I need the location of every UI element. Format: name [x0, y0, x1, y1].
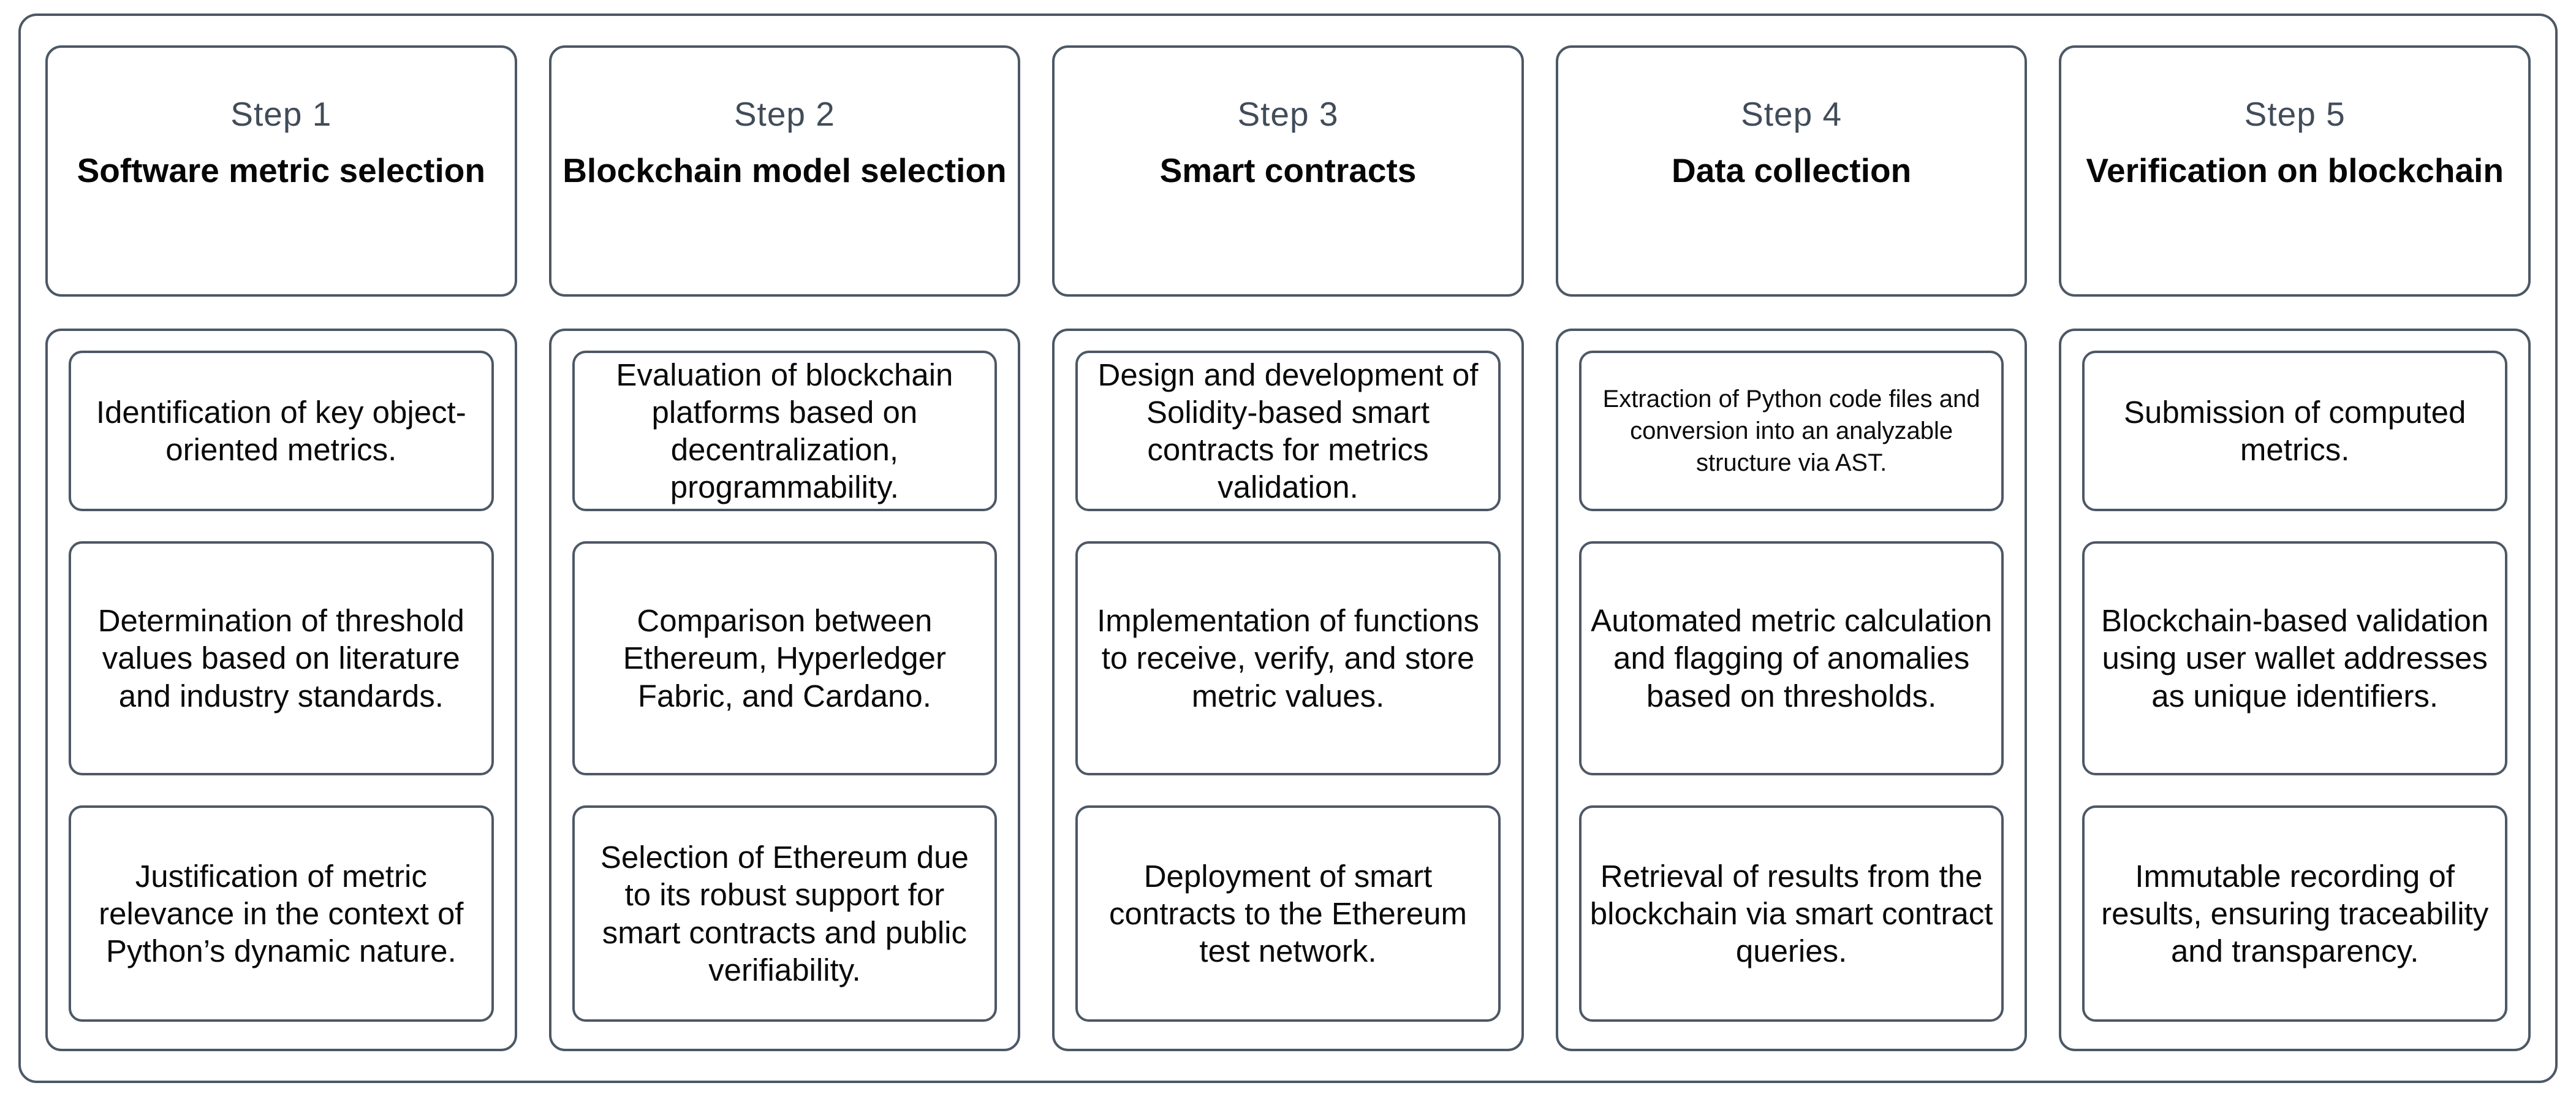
- step-item-box: Comparison between Ethereum, Hyperledger…: [572, 541, 998, 775]
- step-item-box: Blockchain-based validation using user w…: [2082, 541, 2507, 775]
- step-header-box: Step 1 Software metric selection: [45, 45, 517, 297]
- step-item-box: Evaluation of blockchain platforms based…: [572, 351, 998, 511]
- step-item-box: Extraction of Python code files and conv…: [1578, 351, 2004, 511]
- step-item-text: Submission of computed metrics.: [2123, 394, 2466, 467]
- step-label: Step 1: [230, 94, 332, 133]
- step-item-text: Selection of Ethereum due to its robust …: [600, 840, 969, 987]
- step-title: Blockchain model selection: [563, 151, 1007, 189]
- step-item-box: Design and development of Solidity-based…: [1075, 351, 1501, 511]
- step-item-box: Identification of key object-oriented me…: [69, 351, 494, 511]
- step-header-box: Step 3 Smart contracts: [1052, 45, 1524, 297]
- step-item-text: Evaluation of blockchain platforms based…: [616, 357, 953, 505]
- step-column: Step 1 Software metric selection Identif…: [45, 45, 517, 1051]
- step-item-text: Implementation of functions to receive, …: [1097, 603, 1479, 713]
- step-item-box: Selection of Ethereum due to its robust …: [572, 805, 998, 1022]
- step-item-box: Submission of computed metrics.: [2082, 351, 2507, 511]
- step-item-box: Retrieval of results from the blockchain…: [1578, 805, 2004, 1022]
- step-item-box: Implementation of functions to receive, …: [1075, 541, 1501, 775]
- step-label: Step 4: [1741, 94, 1843, 133]
- step-column: Step 4 Data collection Extraction of Pyt…: [1555, 45, 2028, 1051]
- step-title: Data collection: [1671, 151, 1912, 189]
- step-header-box: Step 2 Blockchain model selection: [548, 45, 1021, 297]
- step-column: Step 3 Smart contracts Design and develo…: [1052, 45, 1524, 1051]
- step-label: Step 2: [733, 94, 835, 133]
- step-item-text: Extraction of Python code files and conv…: [1602, 386, 1980, 476]
- step-item-text: Determination of threshold values based …: [97, 603, 464, 713]
- step-item-text: Deployment of smart contracts to the Eth…: [1109, 858, 1467, 969]
- step-label: Step 5: [2244, 94, 2346, 133]
- step-item-box: Determination of threshold values based …: [69, 541, 494, 775]
- step-item-text: Comparison between Ethereum, Hyperledger…: [623, 603, 947, 713]
- step-item-text: Automated metric calculation and flaggin…: [1591, 603, 1992, 713]
- step-header-box: Step 5 Verification on blockchain: [2059, 45, 2531, 297]
- process-flow-diagram: Step 1 Software metric selection Identif…: [18, 13, 2558, 1083]
- step-item-text: Design and development of Solidity-based…: [1097, 357, 1479, 505]
- step-item-text: Identification of key object-oriented me…: [96, 394, 466, 467]
- step-items-panel: Extraction of Python code files and conv…: [1555, 329, 2028, 1051]
- step-item-box: Deployment of smart contracts to the Eth…: [1075, 805, 1501, 1022]
- step-items-panel: Identification of key object-oriented me…: [45, 329, 517, 1051]
- step-header-box: Step 4 Data collection: [1555, 45, 2028, 297]
- step-items-panel: Submission of computed metrics. Blockchai…: [2059, 329, 2531, 1051]
- step-item-box: Automated metric calculation and flaggin…: [1578, 541, 2004, 775]
- step-column: Step 5 Verification on blockchain Submis…: [2059, 45, 2531, 1051]
- step-item-text: Justification of metric relevance in the…: [99, 858, 464, 969]
- step-label: Step 3: [1237, 94, 1339, 133]
- step-title: Smart contracts: [1159, 151, 1417, 189]
- step-item-text: Blockchain-based validation using user w…: [2101, 603, 2489, 713]
- step-item-text: Immutable recording of results, ensuring…: [2101, 858, 2489, 969]
- step-items-panel: Design and development of Solidity-based…: [1052, 329, 1524, 1051]
- step-title: Software metric selection: [77, 151, 485, 189]
- step-column: Step 2 Blockchain model selection Evalua…: [548, 45, 1021, 1051]
- step-item-box: Justification of metric relevance in the…: [69, 805, 494, 1022]
- step-item-box: Immutable recording of results, ensuring…: [2082, 805, 2507, 1022]
- step-title: Verification on blockchain: [2086, 151, 2504, 189]
- step-items-panel: Evaluation of blockchain platforms based…: [548, 329, 1021, 1051]
- step-item-text: Retrieval of results from the blockchain…: [1589, 858, 1993, 969]
